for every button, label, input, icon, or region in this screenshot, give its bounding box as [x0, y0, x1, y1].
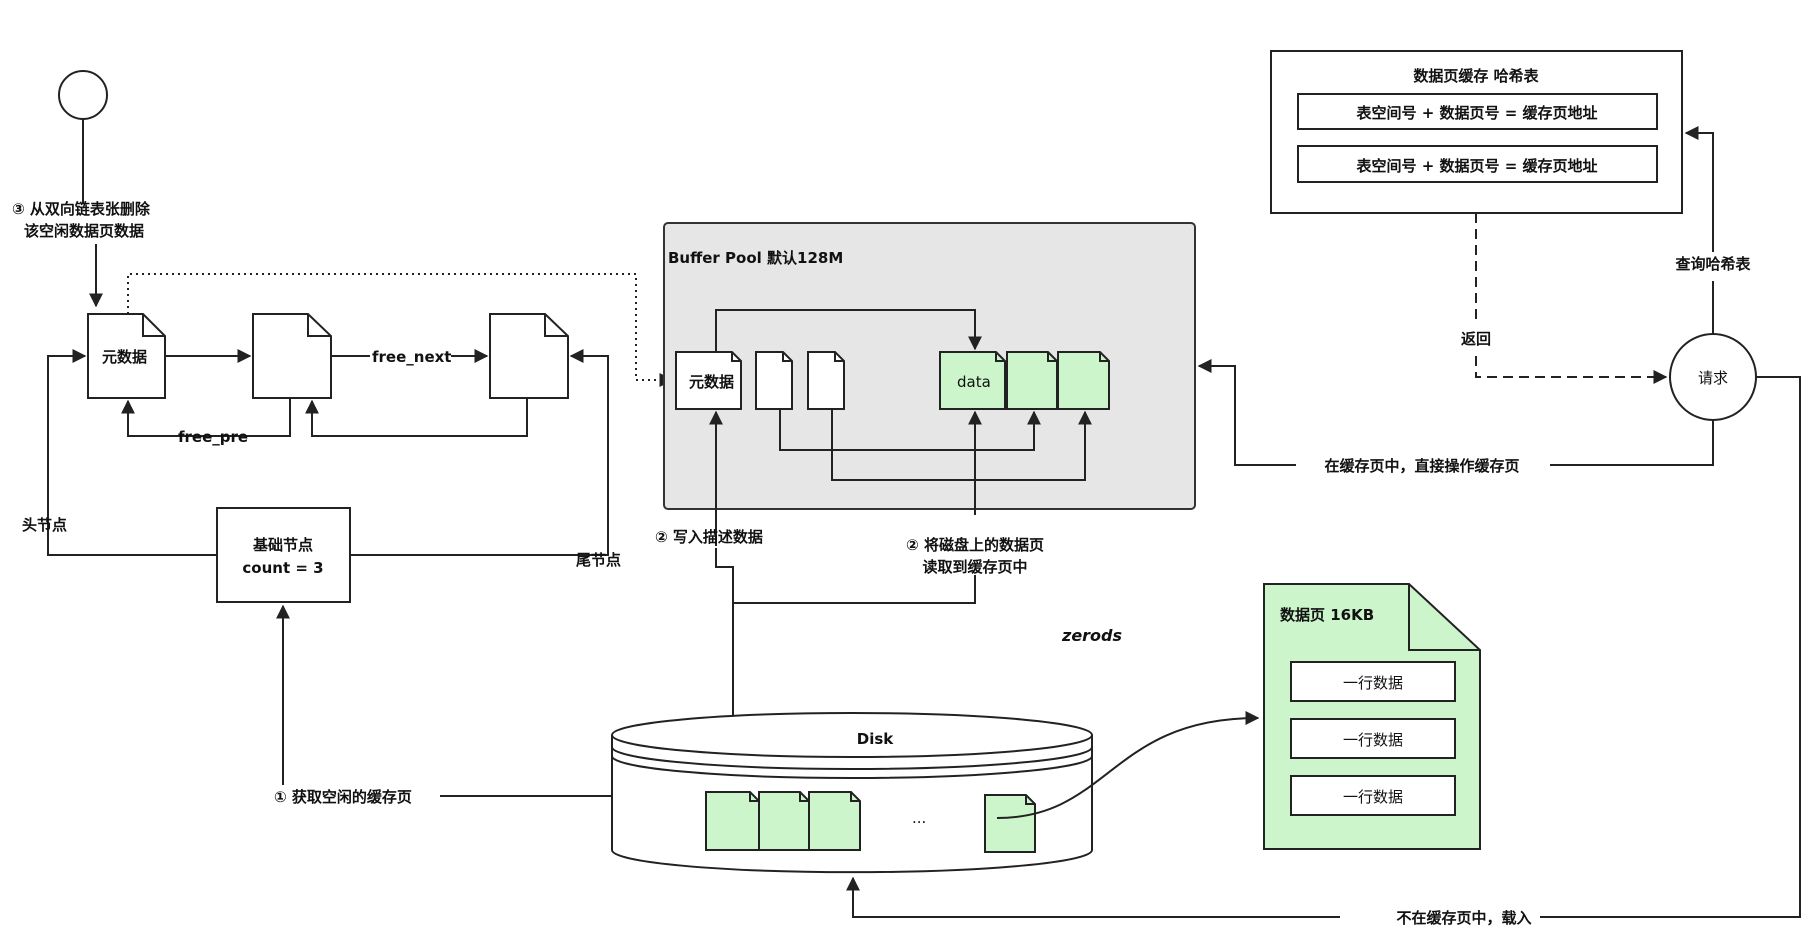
- hash-row-2: [1297, 145, 1658, 183]
- disk-page-1: [705, 791, 760, 851]
- read-disk-label-1: ② 将磁盘上的数据页: [906, 536, 1044, 554]
- row-text-3: 一行数据: [1343, 788, 1403, 806]
- buffer-pool-box: [663, 222, 1196, 510]
- hash-table-title: 数据页缓存 哈希表: [1413, 67, 1539, 85]
- data-page-title: 数据页 16KB: [1280, 606, 1374, 624]
- hash-row-2-text: 表空间号 + 数据页号 = 缓存页地址: [1356, 157, 1597, 175]
- read-disk-label-2: 读取到缓存页中: [922, 558, 1027, 576]
- disk-page-2: [758, 791, 810, 851]
- remove-label-2: 该空闲数据页数据: [24, 222, 144, 240]
- pool-meta-page: 元数据: [675, 351, 742, 410]
- pool-data-label: data: [957, 373, 991, 391]
- request-label: 请求: [1698, 369, 1728, 387]
- watermark-label: zerods: [1061, 626, 1122, 645]
- disk-page-4: [984, 794, 1036, 853]
- free-pre-label: free_pre: [178, 428, 248, 446]
- not-in-cache-label: 不在缓存页中，载入: [1396, 909, 1531, 927]
- tail-node-label: 尾节点: [576, 551, 621, 569]
- free-list-meta-label: 元数据: [102, 348, 147, 366]
- get-free-label: ① 获取空闲的缓存页: [274, 788, 412, 806]
- row-text-1: 一行数据: [1343, 674, 1403, 692]
- start-node-circle: [58, 70, 108, 120]
- base-node-box: [216, 507, 351, 603]
- query-hash-label: 查询哈希表: [1675, 255, 1751, 273]
- free-next-label: free_next: [372, 348, 451, 366]
- disk-page-3: [808, 791, 861, 851]
- pool-green-page-2: [1006, 351, 1058, 410]
- disk-title: Disk: [857, 730, 895, 748]
- pool-white-page-3: [807, 351, 845, 410]
- free-list-page-2: [252, 313, 332, 399]
- write-desc-label: ② 写入描述数据: [655, 528, 763, 546]
- remove-label-1: ③ 从双向链表张删除: [12, 200, 151, 218]
- pool-white-page-2: [755, 351, 793, 410]
- buffer-pool-title: Buffer Pool 默认128M: [668, 249, 843, 267]
- hash-row-1: [1297, 93, 1658, 130]
- in-cache-label: 在缓存页中，直接操作缓存页: [1324, 457, 1519, 475]
- row-box-3: [1290, 775, 1456, 816]
- base-node-count: count = 3: [242, 559, 323, 577]
- head-node-label: 头节点: [22, 516, 67, 534]
- free-list-page-1: 元数据: [87, 313, 166, 399]
- row-box-2: [1290, 718, 1456, 759]
- base-node-title: 基础节点: [252, 536, 313, 554]
- row-box-1: [1290, 661, 1456, 702]
- free-list-page-3: [489, 313, 569, 399]
- hash-table-box: [1270, 50, 1683, 214]
- pool-data-page: data: [939, 351, 1006, 410]
- disk-ellipsis: ...: [912, 809, 926, 827]
- row-text-2: 一行数据: [1343, 731, 1403, 749]
- return-label: 返回: [1461, 330, 1491, 348]
- pool-meta-label: 元数据: [689, 373, 734, 391]
- pool-green-page-3: [1057, 351, 1110, 410]
- hash-row-1-text: 表空间号 + 数据页号 = 缓存页地址: [1356, 104, 1597, 122]
